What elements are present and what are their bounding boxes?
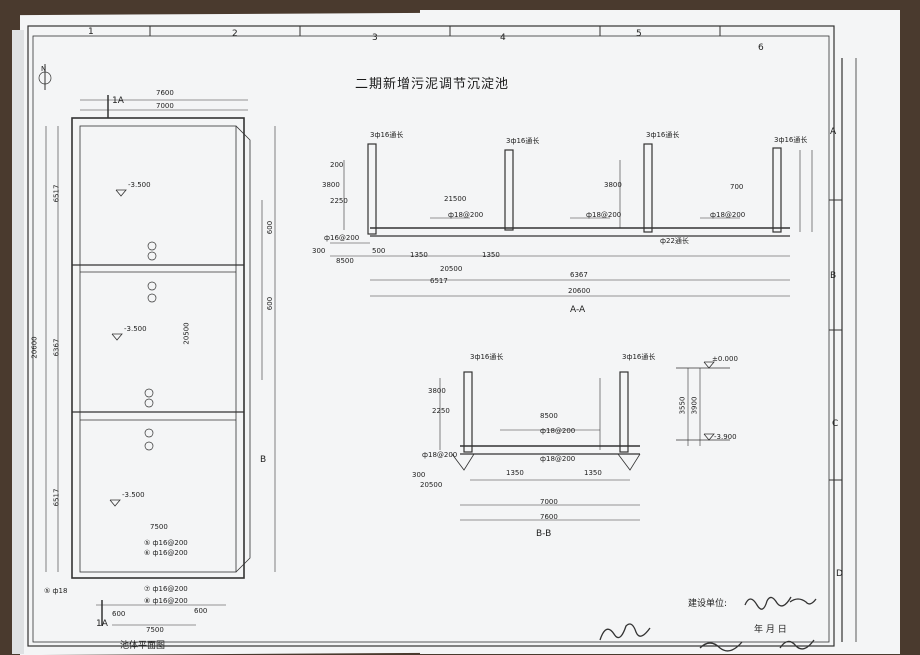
plan-view bbox=[38, 64, 276, 626]
plan-elevation-1: -3.500 bbox=[128, 181, 151, 189]
plan-dim-bottom-4: 7500 bbox=[146, 626, 164, 634]
plan-dim-bottom-2: 600 bbox=[112, 610, 126, 618]
aa-bottom-dim-2: 8500 bbox=[336, 257, 354, 265]
date-label: 年 月 日 bbox=[754, 625, 787, 635]
aa-rebar-1: ф18@200 bbox=[448, 211, 484, 219]
aa-dim-left-1: 200 bbox=[330, 161, 344, 169]
section-aa-label: A-A bbox=[570, 305, 586, 315]
bb-rebar-1: ф18@200 bbox=[540, 427, 576, 435]
bb-mid-dim-1: 8500 bbox=[540, 412, 558, 420]
plan-bottom-title: 池体平面图 bbox=[120, 641, 166, 651]
bb-elev-dim-2: 3900 bbox=[690, 396, 699, 415]
aa-bottom-dim-1: 300 bbox=[312, 247, 326, 255]
drawing-title: 二期新增污泥调节沉淀池 bbox=[355, 77, 510, 92]
paper-right-page bbox=[420, 10, 900, 654]
aa-bottom-dim-5: 20500 bbox=[440, 265, 463, 273]
grid-row-b: B bbox=[830, 271, 837, 281]
plan-dim-bottom-3: 600 bbox=[194, 607, 208, 615]
aa-note-3: 3ф16通长 bbox=[646, 131, 680, 139]
aa-note-1: 3ф16通长 bbox=[370, 131, 404, 139]
aa-mid-dim: 21500 bbox=[444, 195, 467, 203]
grid-col-2: 2 bbox=[232, 29, 238, 39]
aa-bottom-dim-8: 6517 bbox=[430, 277, 448, 285]
grid-col-4: 4 bbox=[500, 33, 506, 43]
bb-elevation-bottom: -3.900 bbox=[714, 433, 737, 441]
bb-bottom-dim-3: 1350 bbox=[506, 469, 524, 477]
paper-edge-stack bbox=[12, 30, 24, 654]
plan-dim-top-2: 7000 bbox=[156, 102, 174, 110]
aa-bottom-dim-3: 500 bbox=[372, 247, 386, 255]
section-bb-label: B-B bbox=[536, 529, 552, 539]
aa-rebar-0: ф16@200 bbox=[324, 234, 360, 242]
bb-bottom-dim-4: 1350 bbox=[584, 469, 602, 477]
plan-rebar-5: ⑤ ф16@200 bbox=[144, 539, 188, 547]
grid-row-d: D bbox=[836, 569, 843, 579]
grid-col-5: 5 bbox=[636, 29, 642, 39]
aa-dim-left-2: 3800 bbox=[322, 181, 340, 189]
plan-axis-top: 1A bbox=[112, 96, 124, 106]
plan-right-dim-1: 600 bbox=[266, 220, 275, 235]
bb-elev-dim-1: 3550 bbox=[678, 396, 687, 415]
grid-col-3: 3 bbox=[372, 33, 378, 43]
grid-row-a: A bbox=[830, 127, 837, 137]
aa-rebar-2: ф18@200 bbox=[586, 211, 622, 219]
drawing-frame bbox=[27, 25, 835, 647]
plan-side-length: 20600 bbox=[30, 336, 39, 359]
section-bb-view bbox=[439, 361, 730, 521]
grid-row-c: C bbox=[832, 419, 839, 429]
plan-rebar-7: ⑦ ф16@200 bbox=[144, 585, 188, 593]
north-arrow-label: N bbox=[41, 65, 47, 73]
bb-bottom-dim-6: 7600 bbox=[540, 513, 558, 521]
plan-rebar-6: ⑥ ф16@200 bbox=[144, 549, 188, 557]
grid-col-6: 6 bbox=[758, 43, 764, 53]
bb-dim-left-2: 2250 bbox=[432, 407, 450, 415]
handwritten-signatures bbox=[599, 596, 817, 652]
plan-corner-note: ⑤ ф18 bbox=[44, 587, 68, 595]
owner-label: 建设单位: bbox=[688, 599, 728, 609]
aa-note-2: 3ф16通长 bbox=[506, 137, 540, 145]
aa-rebar-3: ф18@200 bbox=[710, 211, 746, 219]
plan-dim-bottom-1: 7500 bbox=[150, 523, 168, 531]
bb-elevation-top: ±0.000 bbox=[712, 355, 738, 363]
aa-bottom-dim-4: 1350 bbox=[410, 251, 428, 259]
bb-rebar-2: ф18@200 bbox=[540, 455, 576, 463]
plan-left-dim-3: 6517 bbox=[52, 488, 61, 507]
aa-note-4: 3ф16通长 bbox=[774, 136, 808, 144]
aa-bottom-dim-6: 1350 bbox=[482, 251, 500, 259]
bb-rebar-3: ф18@200 bbox=[422, 451, 458, 459]
drawing-inner-frame bbox=[32, 35, 830, 643]
aa-bottom-dim-9: 20600 bbox=[568, 287, 591, 295]
aa-bottom-dim-7: 6367 bbox=[570, 271, 588, 279]
plan-right-dim-2: 600 bbox=[266, 296, 275, 311]
plan-left-dim-2: 6367 bbox=[52, 338, 61, 357]
plan-axis-bottom: 1A bbox=[96, 619, 108, 629]
aa-right-dim-1: 3800 bbox=[604, 181, 622, 189]
aa-dim-left-3: 2250 bbox=[330, 197, 348, 205]
plan-dim-top-1: 7600 bbox=[156, 89, 174, 97]
plan-total-length: 20500 bbox=[182, 322, 191, 345]
grid-col-1: 1 bbox=[88, 27, 94, 37]
bb-bottom-dim-2: 20500 bbox=[420, 481, 443, 489]
bb-dim-left-1: 3800 bbox=[428, 387, 446, 395]
bb-note-2: 3ф16通长 bbox=[622, 353, 656, 361]
plan-rebar-8: ⑧ ф16@200 bbox=[144, 597, 188, 605]
plan-axis-right: B bbox=[260, 455, 267, 465]
bb-bottom-dim-5: 7000 bbox=[540, 498, 558, 506]
plan-elevation-2: -3.500 bbox=[124, 325, 147, 333]
section-aa-view bbox=[330, 143, 813, 297]
plan-elevation-3: -3.500 bbox=[122, 491, 145, 499]
plan-left-dim-1: 6517 bbox=[52, 184, 61, 203]
aa-right-dim-2: 700 bbox=[730, 183, 744, 191]
bb-note-1: 3ф16通长 bbox=[470, 353, 504, 361]
bb-bottom-dim-1: 300 bbox=[412, 471, 426, 479]
aa-rebar-4: ф22通长 bbox=[660, 237, 689, 245]
